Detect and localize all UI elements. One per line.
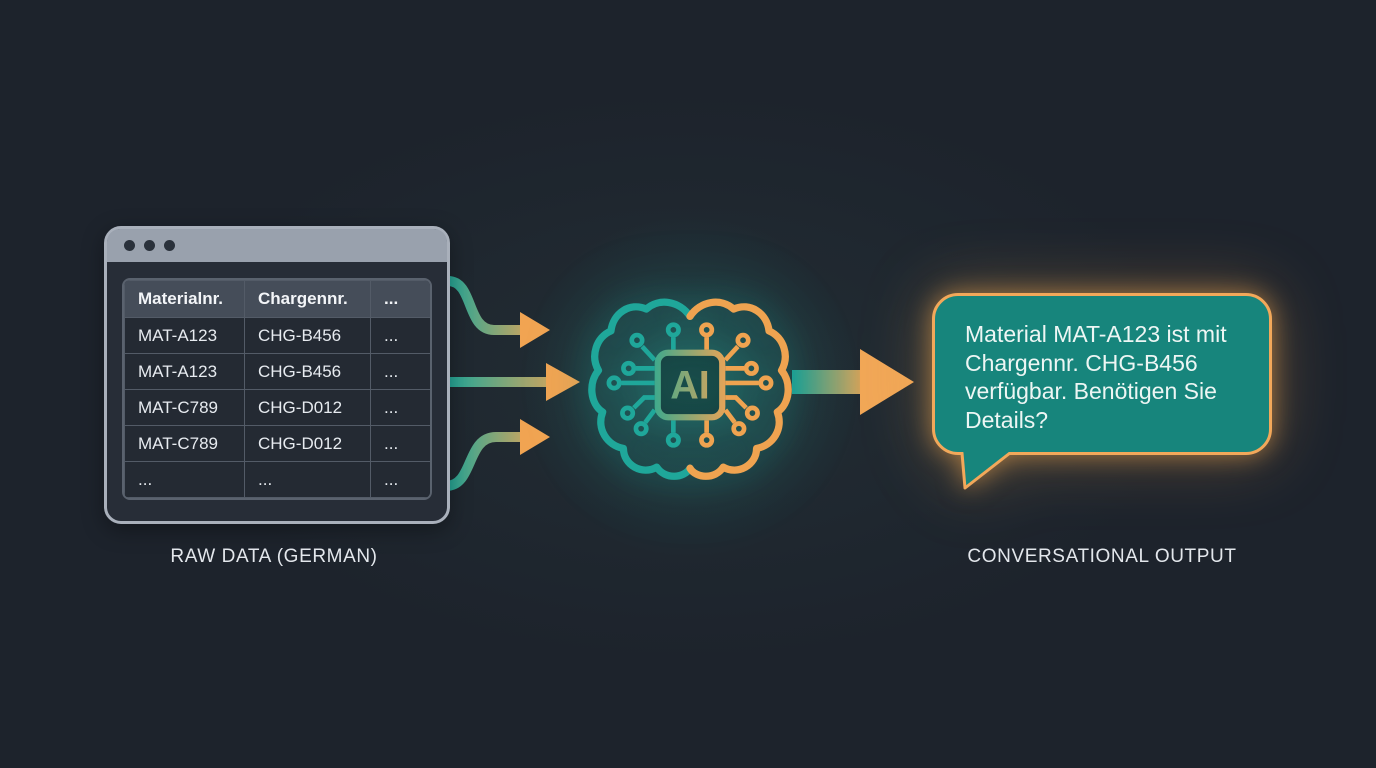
table-row: MAT-C789 CHG-D012 ...: [124, 425, 430, 462]
brain-right-circuits: [699, 322, 774, 448]
ai-brain-icon: AI: [588, 298, 792, 480]
ai-chip: [654, 349, 726, 421]
column-header: Chargennr.: [244, 280, 371, 318]
table-cell: ...: [370, 461, 430, 498]
table-cell: MAT-A123: [124, 317, 245, 354]
window-dot-icon: [144, 240, 155, 251]
table-cell: ...: [370, 353, 430, 390]
table-row: MAT-A123 CHG-B456 ...: [124, 353, 430, 390]
window-titlebar: [107, 229, 447, 262]
conversational-output-caption: CONVERSATIONAL OUTPUT: [967, 546, 1237, 567]
brain-left-half: [588, 298, 694, 480]
bubble-text-line: Material MAT-A123 ist mit: [965, 321, 1227, 347]
table-row: ... ... ...: [124, 461, 430, 498]
brain-left-circuits: [606, 322, 681, 448]
ai-chip-label: AI: [670, 364, 710, 408]
table-cell: ...: [370, 389, 430, 426]
table-cell: ...: [124, 461, 245, 498]
chat-bubble-wrap: Material MAT-A123 ist mit Chargennr. CHG…: [932, 293, 1272, 490]
brain-right-half: [686, 298, 792, 480]
column-header: ...: [370, 280, 430, 318]
window-dot-icon: [164, 240, 175, 251]
table-cell: MAT-C789: [124, 389, 245, 426]
bubble-tail: [960, 452, 1012, 490]
raw-data-window: Materialnr. Chargennr. ... MAT-A123 CHG-…: [104, 226, 450, 524]
table-cell: CHG-D012: [244, 425, 371, 462]
bubble-text-line: verfügbar. Benötigen Sie: [965, 378, 1217, 404]
column-header: Materialnr.: [124, 280, 245, 318]
table-cell: CHG-B456: [244, 353, 371, 390]
table-cell: MAT-A123: [124, 353, 245, 390]
table-cell: CHG-D012: [244, 389, 371, 426]
window-dot-icon: [124, 240, 135, 251]
table-cell: ...: [370, 425, 430, 462]
table-row: MAT-C789 CHG-D012 ...: [124, 389, 430, 426]
raw-data-caption: RAW DATA (GERMAN): [170, 546, 378, 567]
table-cell: CHG-B456: [244, 317, 371, 354]
table-row: MAT-A123 CHG-B456 ...: [124, 317, 430, 354]
chat-bubble: Material MAT-A123 ist mit Chargennr. CHG…: [932, 293, 1272, 455]
data-table: Materialnr. Chargennr. ... MAT-A123 CHG-…: [122, 278, 432, 500]
bubble-text-line: Chargennr. CHG-B456: [965, 349, 1198, 376]
table-header-row: Materialnr. Chargennr. ...: [124, 280, 430, 318]
table-cell: ...: [370, 317, 430, 354]
table-cell: MAT-C789: [124, 425, 245, 462]
bubble-text-line: Details?: [965, 406, 1049, 433]
table-cell: ...: [244, 461, 371, 498]
